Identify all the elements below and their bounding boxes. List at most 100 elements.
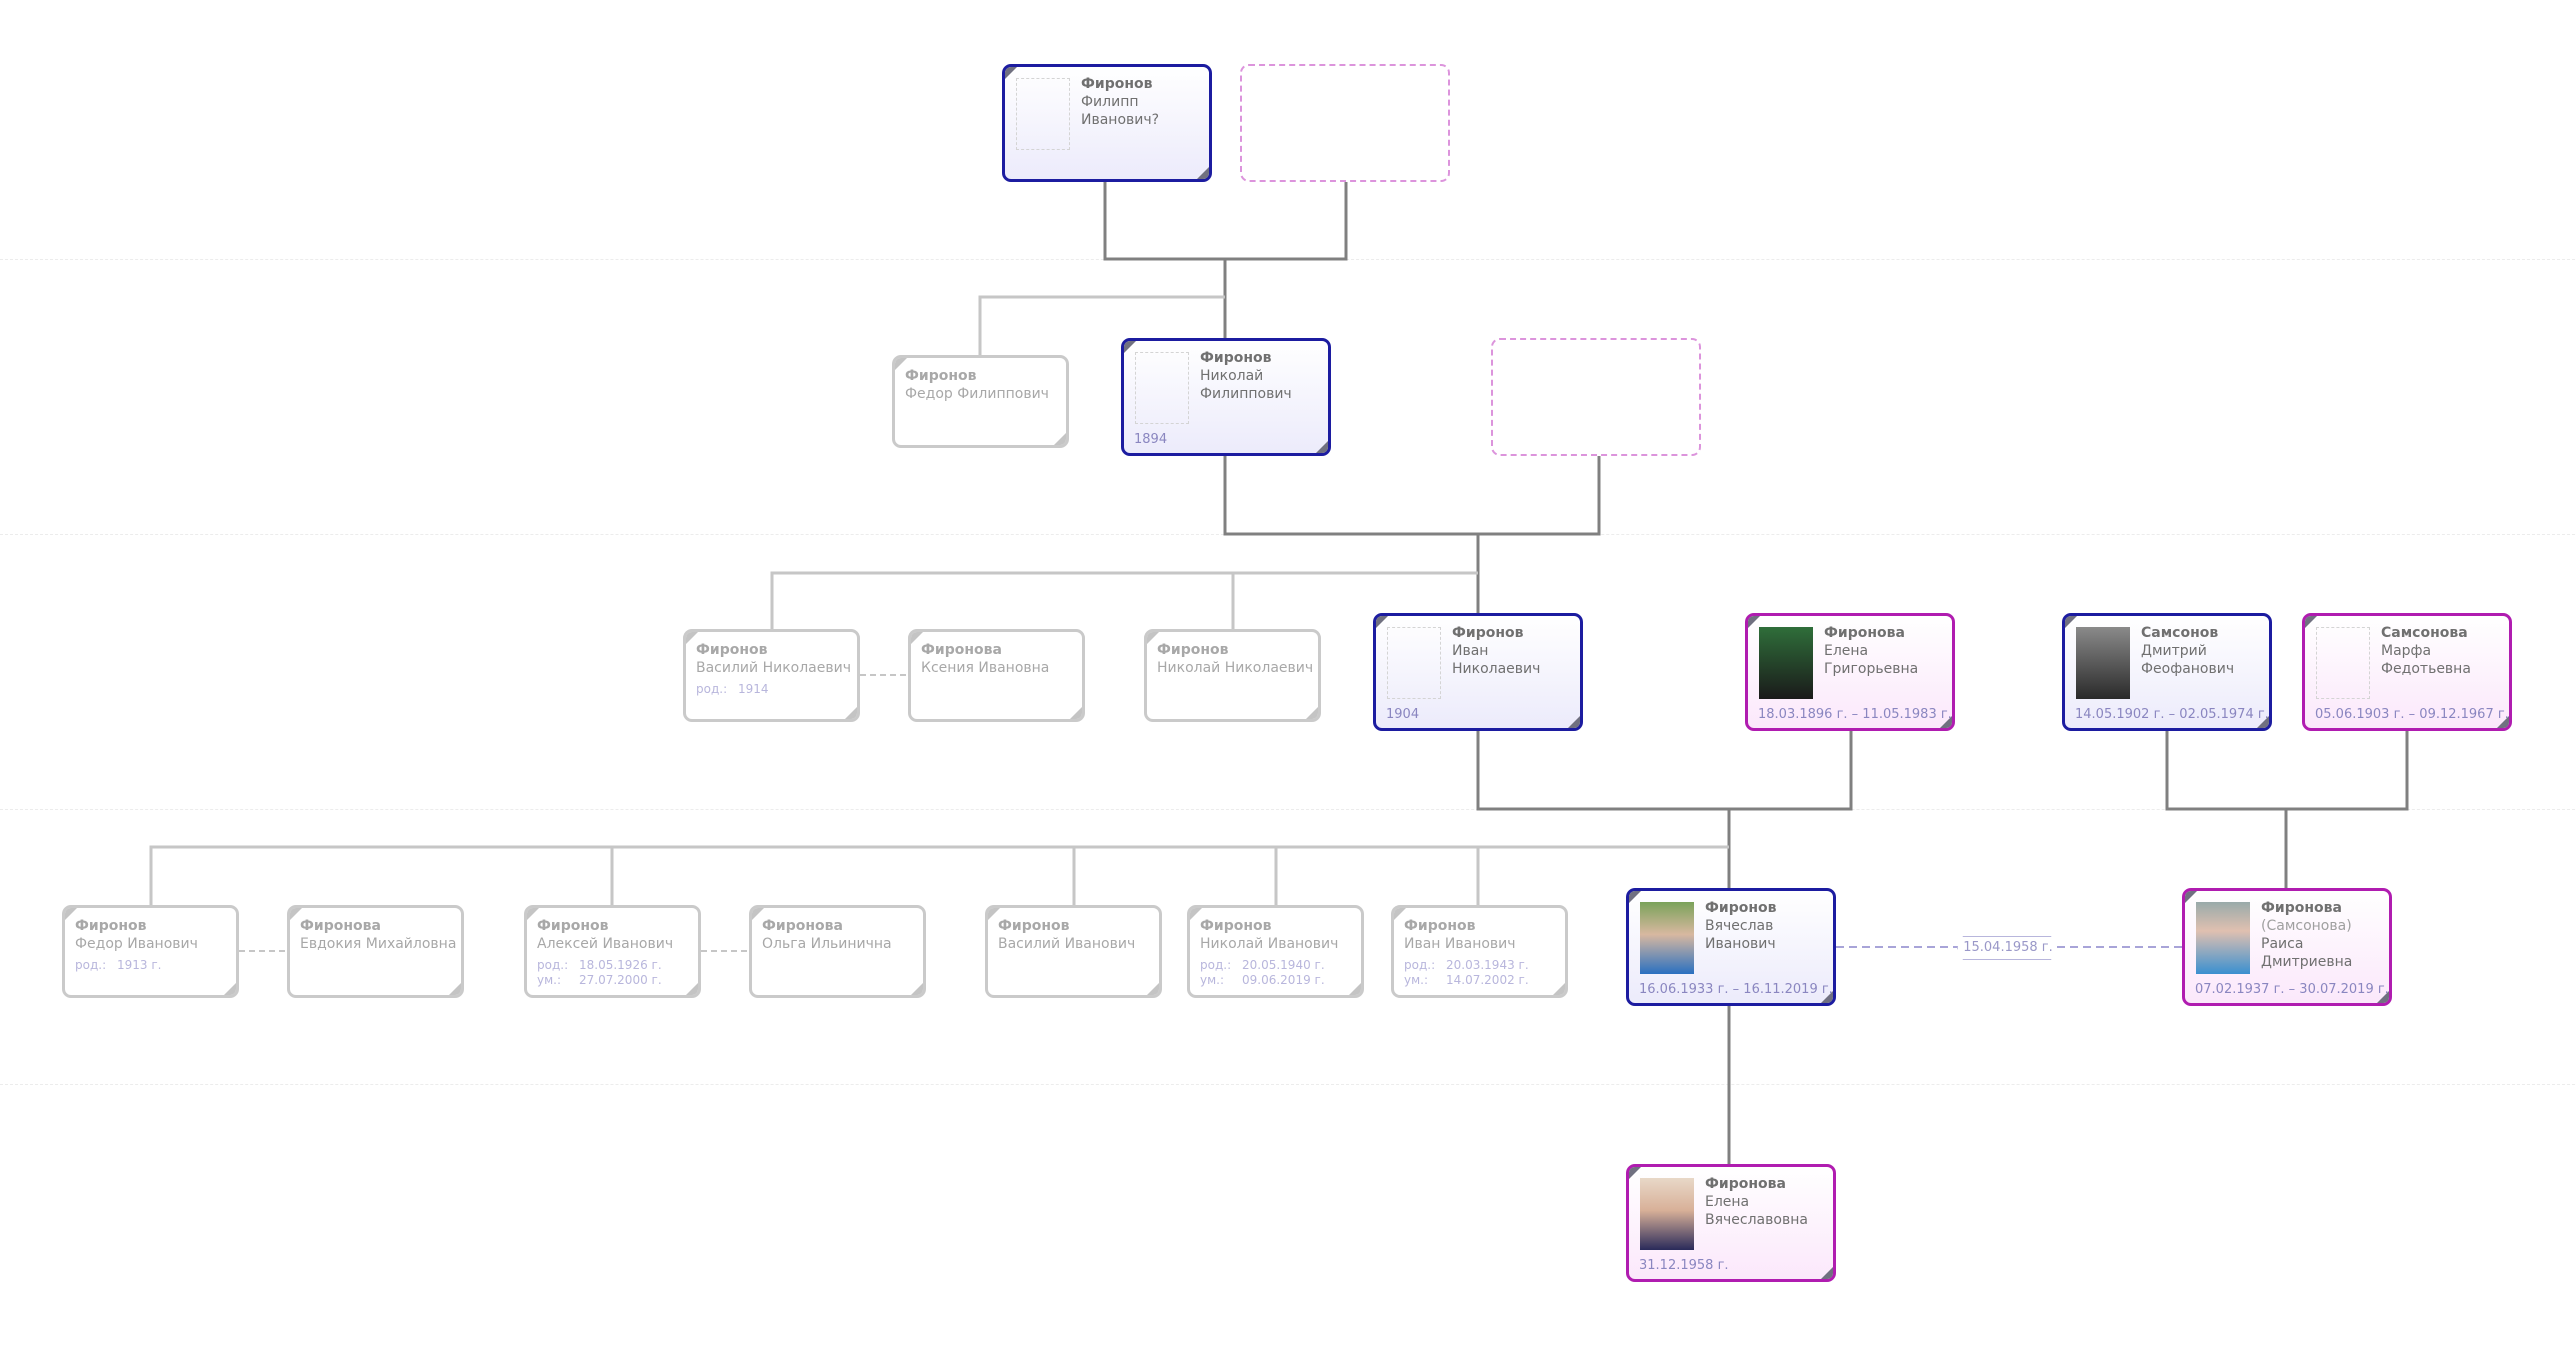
date-value: 1914 [738,682,769,696]
maiden-name: (Самсонова) [2261,918,2352,934]
given-name: Василий Николаевич [696,660,851,676]
date-label: род.: [696,682,728,696]
given-name: Елена Вячеславовна [1705,1194,1808,1228]
corner-marker-icon [65,908,77,920]
photo-placeholder [2316,627,2370,699]
date-label: род.: [1200,958,1232,972]
surname: Фиронов [1200,350,1272,366]
corner-marker-icon [1394,908,1406,920]
sibling-connector [149,845,1729,905]
empty-parent-slot[interactable] [1240,64,1450,182]
corner-marker-icon [988,908,1000,920]
given-name: Федор Филиппович [905,386,1049,402]
given-name: Марфа Федотьевна [2381,643,2471,677]
surname: Фиронова [1824,625,1905,641]
corner-marker-icon [1940,716,1952,728]
surname: Самсонов [2141,625,2219,641]
sibling-connector [770,571,1478,629]
corner-marker-icon [2065,616,2077,628]
surname: Фиронов [1081,76,1153,92]
life-dates: 31.12.1958 г. [1639,1258,1729,1273]
corner-marker-icon [1821,991,1833,1003]
date-value: 18.05.1926 г. [579,958,662,972]
corner-marker-icon [1553,983,1565,995]
date-value: 27.07.2000 г. [579,973,662,987]
life-dates: 14.05.1902 г. – 02.05.1974 г. [2075,707,2269,722]
life-dates: род.:20.05.1940 г.ум.:09.06.2019 г. [1200,958,1325,988]
given-name: Филипп Иванович? [1081,94,1160,128]
given-name: Елена Григорьевна [1824,643,1919,677]
surname: Фиронов [696,642,768,658]
empty-parent-slot[interactable] [1491,338,1701,456]
corner-marker-icon [1629,891,1641,903]
person-photo [1640,902,1694,974]
life-dates: 07.02.1937 г. – 30.07.2019 г. [2195,982,2389,997]
date-value: 09.06.2019 г. [1242,973,1325,987]
corner-marker-icon [1748,616,1760,628]
date-row: род.:1913 г. [75,958,161,973]
parent-connector [1223,456,1601,613]
date-row: род.:20.03.1943 г. [1404,958,1529,973]
date-label: род.: [1404,958,1436,972]
date-value: 1913 г. [117,958,162,972]
date-label: ум.: [1200,973,1225,987]
surname: Фиронов [537,918,609,934]
date-row: ум.: 27.07.2000 г. [537,973,662,988]
corner-marker-icon [1306,707,1318,719]
parent-connector [2165,731,2409,888]
generation-separator [0,1084,2575,1085]
corner-marker-icon [911,983,923,995]
surname: Фиронов [998,918,1070,934]
photo-placeholder [1387,627,1441,699]
person-photo [2196,902,2250,974]
corner-marker-icon [2257,716,2269,728]
corner-marker-icon [1147,632,1159,644]
corner-marker-icon [2185,891,2197,903]
date-row: ум.:14.07.2002 г. [1404,973,1529,988]
corner-marker-icon [1316,441,1328,453]
generation-separator [0,809,2575,810]
surname: Фиронова [762,918,843,934]
date-label: ум.: [537,973,562,987]
surname: Самсонова [2381,625,2468,641]
given-name: Раиса Дмитриевна [2261,936,2353,970]
life-dates: 1894 [1134,432,1168,447]
surname: Фиронов [1157,642,1229,658]
corner-marker-icon [911,632,923,644]
date-row: род.:18.05.1926 г. [537,958,662,973]
corner-marker-icon [1197,167,1209,179]
surname: Фиронов [1705,900,1777,916]
corner-marker-icon [1821,1267,1833,1279]
corner-marker-icon [1147,983,1159,995]
corner-marker-icon [2497,716,2509,728]
corner-marker-icon [527,908,539,920]
